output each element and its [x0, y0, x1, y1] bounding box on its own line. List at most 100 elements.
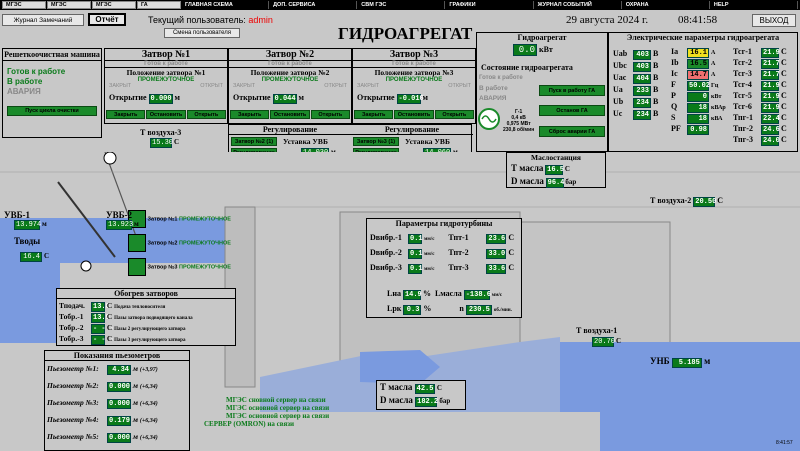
server-status-line: МГЭС основной сервер на связи — [226, 412, 330, 420]
gate-state: Затвор №3 ПРОМЕЖУТОЧНОЕ — [128, 258, 231, 276]
gate-stop-button[interactable]: Остановить — [146, 110, 186, 119]
journal-button[interactable]: Журнал Замечаний — [2, 14, 84, 26]
piezo-row: Пьезометр №5:0.000 м (+6,34) — [47, 432, 158, 443]
gate-panel-3: Затвор №3 Готов к работе Положение затво… — [352, 48, 476, 124]
gate-position: ПРОМЕЖУТОЧНОЕ — [261, 77, 319, 83]
gate-open-button[interactable]: Открыть — [310, 110, 350, 119]
uvb2-label: УВБ-2 — [106, 210, 133, 220]
gate-opening-value: 0.000 — [148, 94, 173, 104]
nav-tab[interactable]: HELP — [710, 1, 798, 9]
machine-ready: Готов к работе — [7, 67, 66, 76]
gate-close-button[interactable]: Закрыть — [354, 110, 394, 119]
nav-tab[interactable]: ЖУРНАЛ СОБЫТИЙ — [534, 1, 622, 9]
user-label: Текущий пользователь: admin — [148, 15, 273, 25]
generator-icon — [478, 108, 500, 130]
piezo-row: Пьезометр №1:4.34 м (+3,97) — [47, 364, 158, 375]
nav-tab[interactable]: МГЭС — [92, 1, 136, 9]
nav-tab[interactable]: ГРАФИКИ — [446, 1, 534, 9]
bearing-oil-panel: Т масла 42.5 С D масла 182.2 бар — [376, 380, 466, 410]
turbine-title: Параметры гидротурбины — [395, 219, 493, 228]
cleaning-cycle-button[interactable]: Пуск цикла очистки — [7, 106, 97, 116]
current-user: admin — [248, 15, 273, 25]
gate-position: ПРОМЕЖУТОЧНОЕ — [385, 77, 443, 83]
nav-tab[interactable]: ГА — [137, 1, 181, 9]
gate-title: Затвор №3 — [353, 49, 475, 61]
ga-state-title: Состояние гидроагрегата — [481, 63, 573, 72]
gate-state: Затвор №1 ПРОМЕЖУТОЧНОЕ — [128, 210, 231, 228]
electrical-panel: Электрические параметры гидроагрегата Ua… — [608, 32, 798, 152]
heating-row: Тобр.-2- - - С Пазы 2 регулирующего затв… — [59, 323, 186, 334]
change-user-button[interactable]: Смена пользователя — [164, 28, 240, 38]
air3-value: 15.30 С — [150, 138, 180, 148]
nav-tab[interactable]: ОХРАНА — [622, 1, 710, 9]
server-status-line: МГЭС основной сервер на связи — [226, 404, 330, 412]
heating-row: Тобр.-3- - - С Пазы 3 регулирующего затв… — [59, 334, 186, 345]
exit-button[interactable]: ВЫХОД — [752, 14, 796, 27]
nav-tab[interactable]: МГЭС — [2, 1, 46, 9]
ga-stop-button[interactable]: Останов ГА — [539, 105, 605, 116]
page-title: ГИДРОАГРЕГАТ — [338, 24, 473, 43]
turbine-lpk: Lрк 0.3 % n 230.5 об./мин. — [387, 304, 512, 315]
gate-close-button[interactable]: Закрыть — [106, 110, 146, 119]
regulation-gate-button[interactable]: Затвор №2 (1) — [231, 137, 277, 146]
gate-stop-button[interactable]: Остановить — [270, 110, 310, 119]
gate-open-button[interactable]: Открыть — [186, 110, 226, 119]
gate-close-button[interactable]: Закрыть — [230, 110, 270, 119]
nav-tab[interactable]: ГЛАВНАЯ СХЕМА — [182, 1, 270, 9]
gate-position: ПРОМЕЖУТОЧНОЕ — [137, 77, 195, 83]
turbine-lna: Lна 14.9 % Lмасла -138.6 мм/с — [387, 289, 503, 300]
server-status-line: СЕРВЕР (OMRON) на связи — [204, 420, 295, 428]
machine-alarm: АВАРИЯ — [7, 87, 41, 96]
tvody-value: 16.4 С — [20, 252, 49, 262]
air1-value: 20.70 С — [592, 337, 622, 347]
cleaning-machine-panel: Решеткоочистная машина Готов к работе В … — [2, 48, 102, 138]
gate-panel-2: Затвор №2 Готов к работе Положение затво… — [228, 48, 352, 124]
uvb1-value: 13.974 м — [14, 220, 47, 230]
gate-panel-1: Затвор №1 Готов к работе Положение затво… — [104, 48, 228, 124]
ga-start-button[interactable]: Пуск в работу ГА — [539, 85, 605, 96]
gate-opening-value: -0.010 — [396, 94, 424, 104]
clock: 08:41:58 — [678, 14, 718, 26]
gate-open-button[interactable]: Открыть — [434, 110, 474, 119]
gate-opening-value: 0.044 — [272, 94, 297, 104]
tvody-label: Тводы — [14, 236, 41, 246]
heating-row: Тподач.13.8 С Подача теплоносителя — [59, 301, 166, 312]
nav-tab[interactable]: ДОП. СЕРВИСА — [270, 1, 358, 9]
report-button[interactable]: Отчёт — [88, 13, 126, 26]
nav-tab[interactable]: МГЭС — [47, 1, 91, 9]
gate-title: Затвор №1 — [105, 49, 227, 61]
ga-title: Гидроагрегат — [517, 33, 567, 42]
gate-stop-button[interactable]: Остановить — [394, 110, 434, 119]
ga-reset-button[interactable]: Сброс аварии ГА — [539, 126, 605, 137]
nav-tab[interactable]: СВМ ГЭС — [358, 1, 446, 9]
regulation-gate-button[interactable]: Затвор №3 (1) — [353, 137, 399, 146]
